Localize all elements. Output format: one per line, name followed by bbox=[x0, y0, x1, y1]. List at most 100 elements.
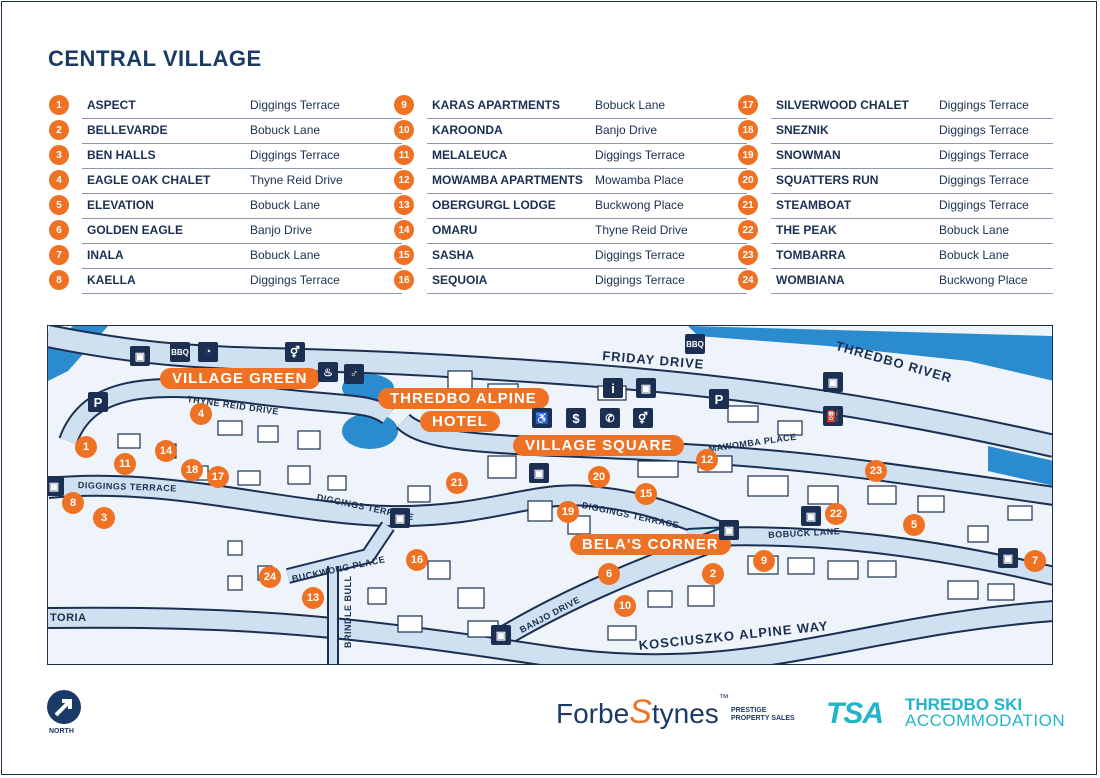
map-pin-20[interactable]: 20 bbox=[588, 466, 610, 488]
buckwong-place bbox=[286, 522, 393, 582]
property-street: Bobuck Lane bbox=[250, 198, 321, 212]
map-pin-5[interactable]: 5 bbox=[903, 514, 925, 536]
property-name: GOLDEN EAGLE bbox=[87, 223, 184, 237]
property-street: Banjo Drive bbox=[595, 123, 658, 137]
logo-text: tynes bbox=[651, 698, 719, 729]
number-badge: 13 bbox=[394, 195, 414, 215]
map-pin-12[interactable]: 12 bbox=[696, 449, 718, 471]
bus-icon[interactable]: ▣ bbox=[130, 346, 150, 366]
property-name: SILVERWOOD CHALET bbox=[776, 98, 909, 112]
label-hotel[interactable]: HOTEL bbox=[420, 411, 500, 432]
parking-icon[interactable]: P bbox=[88, 392, 108, 412]
property-name: TOMBARRA bbox=[776, 248, 846, 262]
map-pin-15[interactable]: 15 bbox=[635, 483, 657, 505]
label-village-green[interactable]: VILLAGE GREEN bbox=[160, 368, 320, 389]
property-street: Diggings Terrace bbox=[250, 273, 340, 287]
map-pin-3[interactable]: 3 bbox=[93, 507, 115, 529]
map-pin-17[interactable]: 17 bbox=[207, 466, 229, 488]
property-name: KAROONDA bbox=[432, 123, 503, 137]
bus-icon[interactable]: ▣ bbox=[801, 506, 821, 526]
map-pin-11[interactable]: 11 bbox=[114, 453, 136, 475]
map-pin-7[interactable]: 7 bbox=[1024, 550, 1046, 572]
property-street: Banjo Drive bbox=[250, 223, 313, 237]
parking-icon[interactable]: P bbox=[709, 389, 729, 409]
bus-icon[interactable]: ▣ bbox=[390, 508, 410, 528]
village-map[interactable]: VILLAGE GREEN THREDBO ALPINE HOTEL VILLA… bbox=[47, 325, 1053, 665]
map-pin-8[interactable]: 8 bbox=[62, 492, 84, 514]
forbes-stynes-logo[interactable]: ForbeStynes™ bbox=[556, 693, 729, 732]
map-pin-4[interactable]: 4 bbox=[190, 403, 212, 425]
map-pin-6[interactable]: 6 bbox=[598, 563, 620, 585]
number-badge: 14 bbox=[394, 220, 414, 240]
map-pin-19[interactable]: 19 bbox=[557, 501, 579, 523]
number-badge: 16 bbox=[394, 270, 414, 290]
toilets-icon[interactable]: ⚥ bbox=[285, 342, 305, 362]
bus-icon[interactable]: ▣ bbox=[719, 520, 739, 540]
bus-icon[interactable]: ▣ bbox=[491, 625, 511, 645]
property-name: SQUATTERS RUN bbox=[776, 173, 879, 187]
info-icon[interactable]: i bbox=[603, 378, 623, 398]
diggings-terrace bbox=[48, 476, 722, 540]
bus-icon[interactable]: ▣ bbox=[823, 372, 843, 392]
bus-icon[interactable]: ▣ bbox=[529, 463, 549, 483]
toilets-icon[interactable]: ⚥ bbox=[633, 408, 653, 428]
map-pin-9[interactable]: 9 bbox=[753, 550, 775, 572]
bus-icon[interactable]: ▣ bbox=[48, 476, 64, 496]
property-street: Diggings Terrace bbox=[939, 123, 1029, 137]
logo-subtext: PROPERTY SALES bbox=[731, 715, 795, 722]
label-village-square[interactable]: VILLAGE SQUARE bbox=[513, 435, 685, 456]
map-pin-10[interactable]: 10 bbox=[614, 595, 636, 617]
number-badge: 19 bbox=[738, 145, 758, 165]
bbq-icon[interactable]: BBQ bbox=[170, 342, 190, 362]
number-badge: 3 bbox=[49, 145, 69, 165]
map-pin-1[interactable]: 1 bbox=[75, 436, 97, 458]
map-pin-2[interactable]: 2 bbox=[702, 563, 724, 585]
bus-icon[interactable]: ▣ bbox=[636, 378, 656, 398]
map-pin-16[interactable]: 16 bbox=[406, 549, 428, 571]
map-pin-22[interactable]: 22 bbox=[825, 503, 847, 525]
property-street: Diggings Terrace bbox=[595, 148, 685, 162]
property-street: Bobuck Lane bbox=[250, 123, 321, 137]
tsa-logo[interactable]: TSA bbox=[826, 697, 884, 730]
map-pin-24[interactable]: 24 bbox=[259, 566, 281, 588]
label-thredbo-alpine[interactable]: THREDBO ALPINE bbox=[378, 388, 549, 409]
fuel-icon[interactable]: ⛽ bbox=[823, 406, 843, 426]
number-badge: 20 bbox=[738, 170, 758, 190]
accessible-icon[interactable]: ♿ bbox=[532, 408, 552, 428]
map-pin-21[interactable]: 21 bbox=[446, 472, 468, 494]
map-pin-18[interactable]: 18 bbox=[181, 459, 203, 481]
map-pin-13[interactable]: 13 bbox=[302, 587, 324, 609]
phone-icon[interactable]: ✆ bbox=[600, 408, 620, 428]
map-pin-23[interactable]: 23 bbox=[865, 460, 887, 482]
label-belas-corner[interactable]: BELA'S CORNER bbox=[570, 534, 731, 555]
map-pin-14[interactable]: 14 bbox=[155, 440, 177, 462]
bus-icon[interactable]: ▣ bbox=[998, 548, 1018, 568]
bbq-icon-2[interactable]: BBQ bbox=[685, 334, 705, 354]
money-icon[interactable]: $ bbox=[566, 408, 586, 428]
